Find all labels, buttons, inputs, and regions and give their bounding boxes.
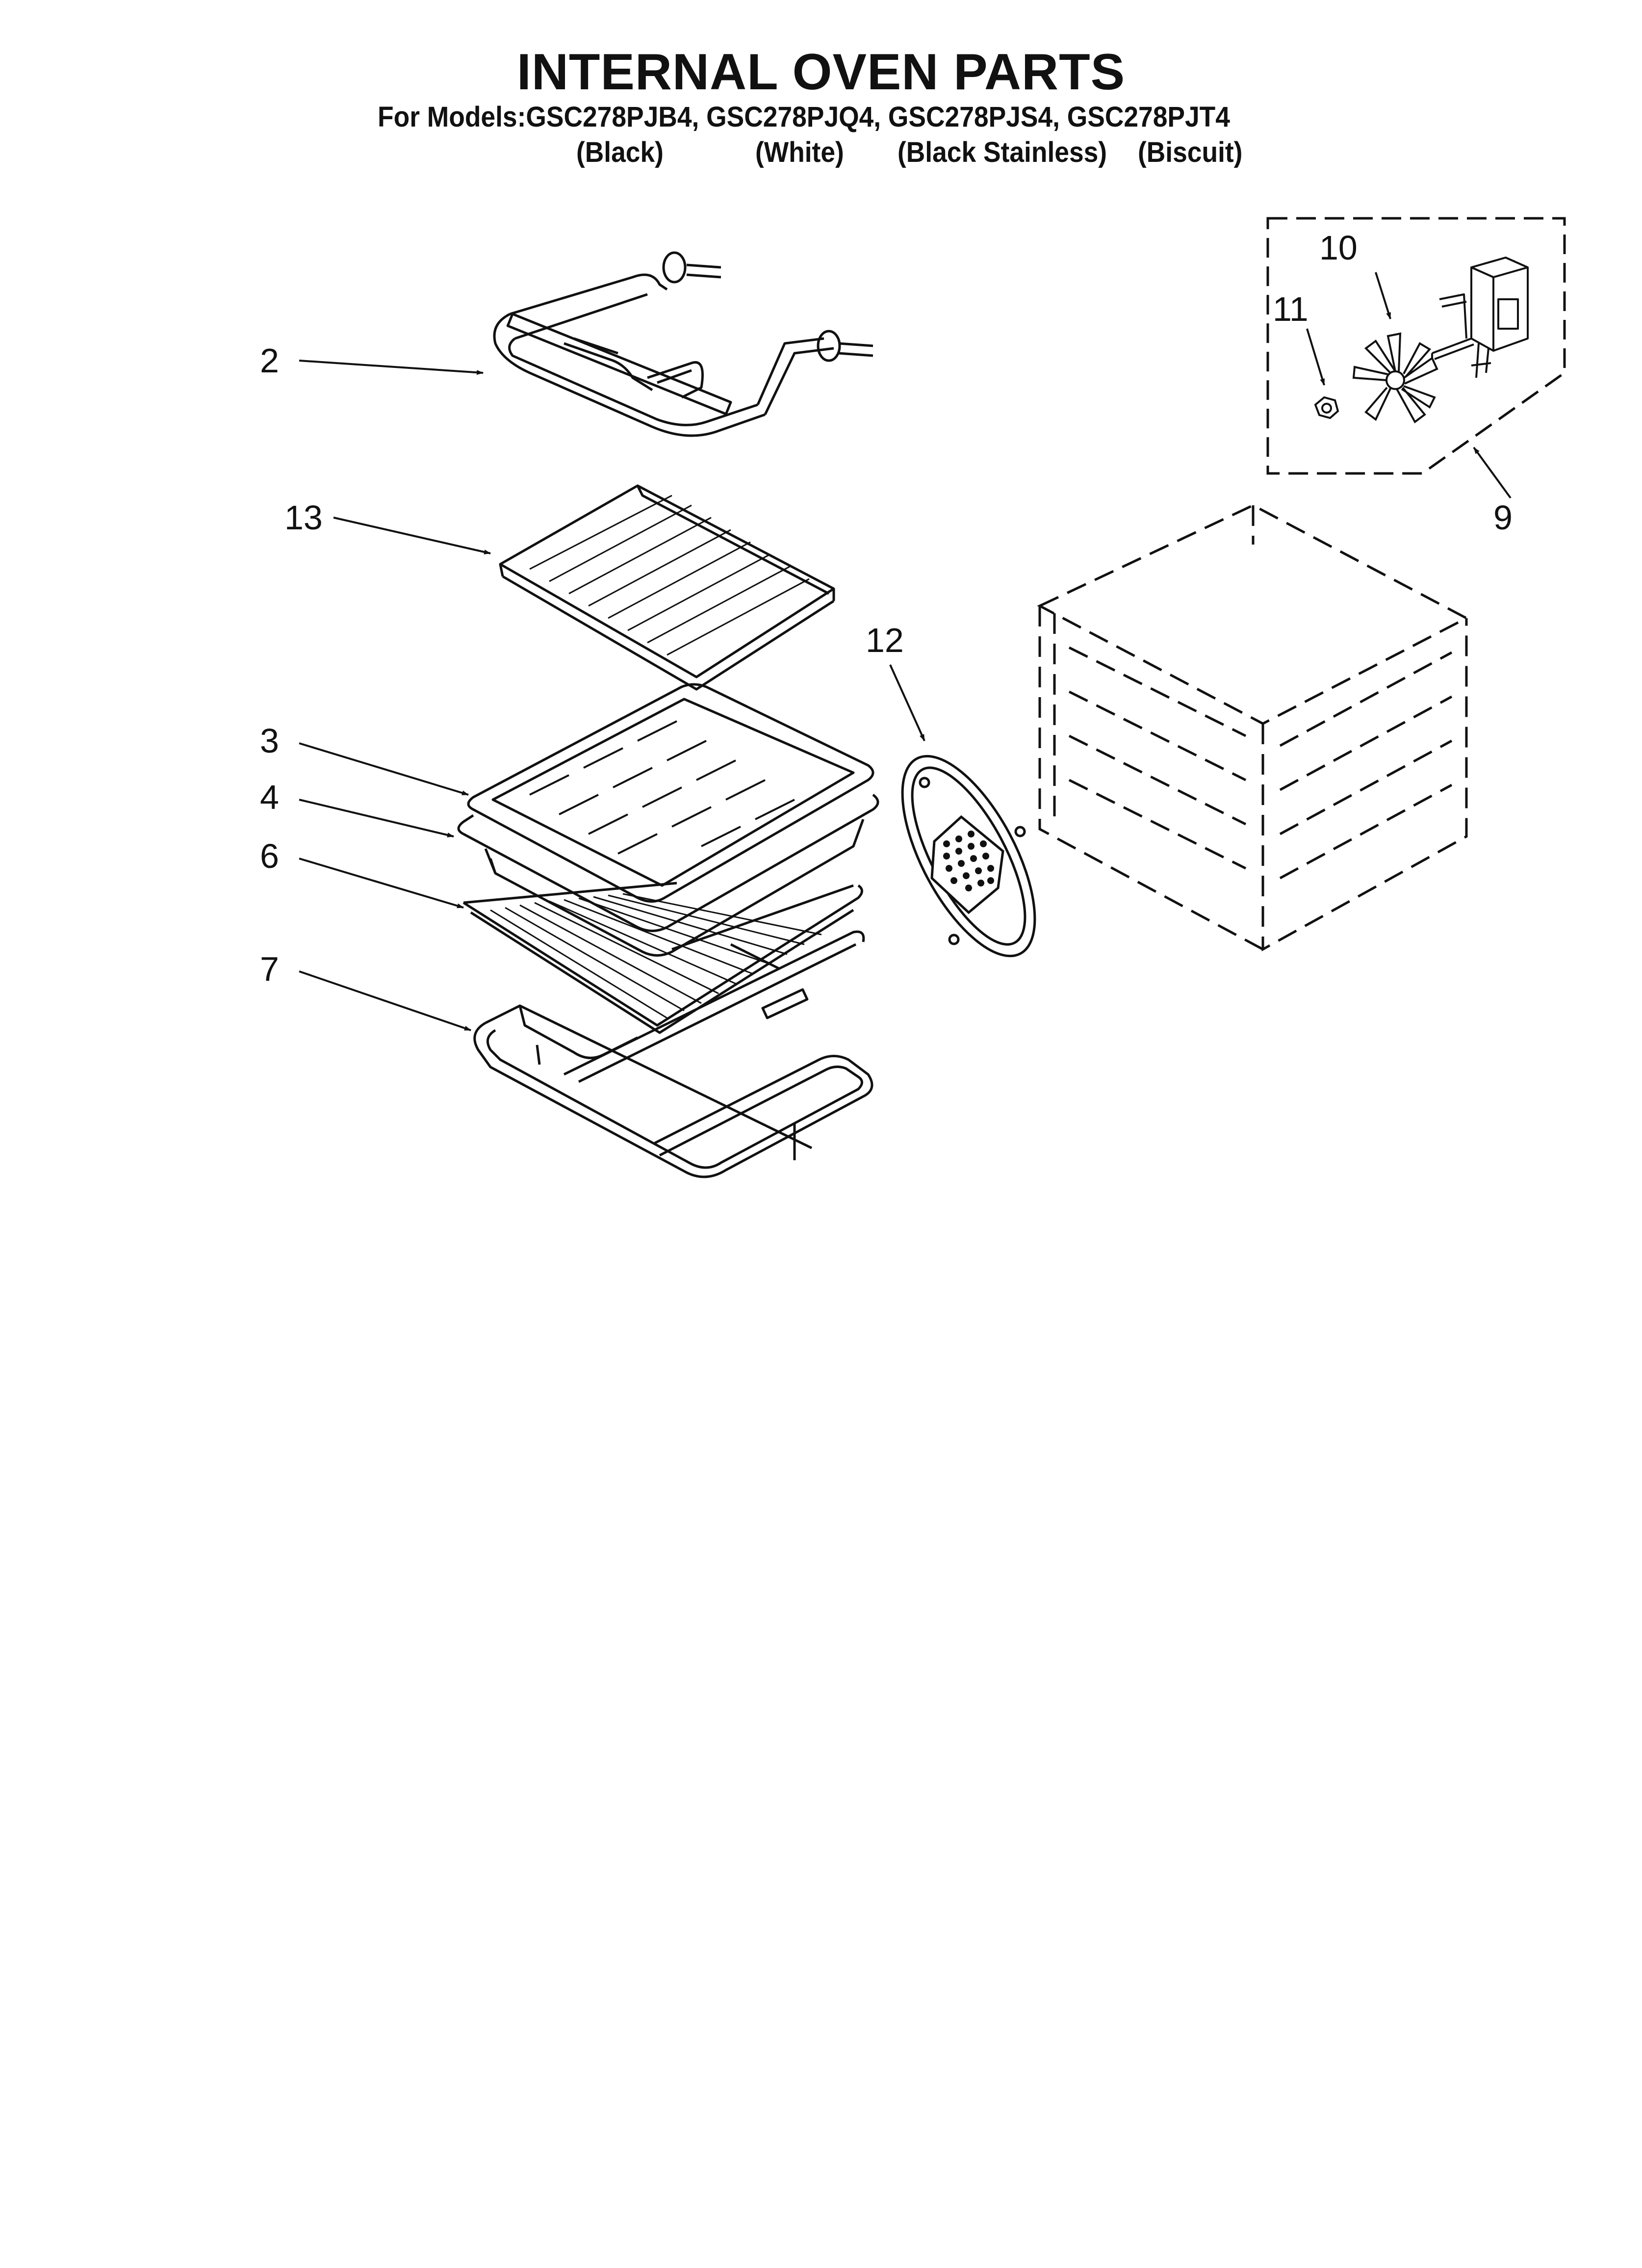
callout-10: 10 [1319,229,1358,267]
callout-2: 2 [260,341,279,380]
broiler-grid-part [467,683,874,903]
variant-biscuit: (Biscuit) [1138,136,1243,168]
broiler-rack-part [499,484,835,691]
fan-blade-part [1352,332,1438,423]
oven-rack-part [462,882,863,1034]
callout-9: 9 [1493,498,1513,537]
callout-11: 11 [1273,290,1308,328]
callout-7: 7 [260,950,279,988]
callout-3: 3 [260,722,279,760]
page-title: INTERNAL OVEN PARTS [516,44,1126,101]
variant-black: (Black) [576,136,664,168]
models-line: For Models:GSC278PJB4, GSC278PJQ4, GSC27… [378,101,1230,133]
nut-part [1314,396,1339,419]
variant-white: (White) [755,136,844,168]
broil-element-part [493,251,873,437]
oven-cavity-reference [1037,504,1469,952]
callout-6: 6 [260,837,279,875]
bake-element-part [473,930,873,1178]
callout-4: 4 [260,778,279,816]
callout-13: 13 [284,498,323,537]
convection-motor-part [1431,257,1529,378]
fan-cover-part [901,755,1036,958]
callout-12: 12 [866,621,904,659]
variant-black-stainless: (Black Stainless) [898,136,1107,168]
broiler-pan-part [457,794,879,957]
